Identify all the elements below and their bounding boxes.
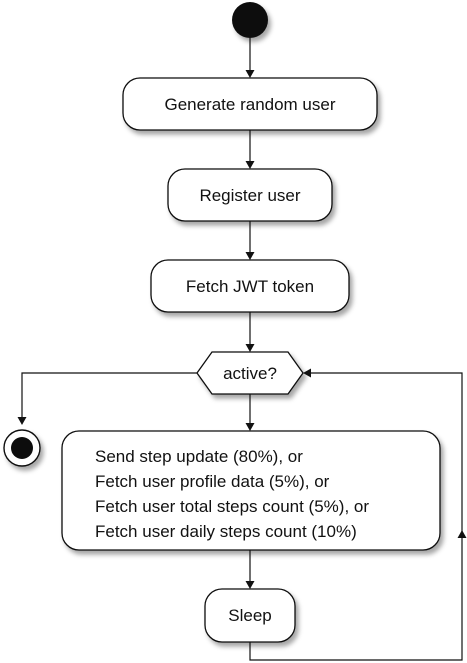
arrowhead-sleep — [245, 581, 255, 589]
arrowhead-loop-decision — [303, 368, 311, 378]
arrowhead-fetch-jwt — [245, 252, 255, 260]
start-node — [232, 2, 268, 38]
arrowhead-actions — [245, 423, 255, 431]
action-line-1: Send step update (80%), or — [95, 447, 303, 466]
arrowhead-register — [245, 161, 255, 169]
edge-sleep-loop — [249, 372, 463, 661]
action-line-3: Fetch user total steps count (5%), or — [95, 497, 369, 516]
edge-decision-end — [21, 372, 197, 417]
action-line-4: Fetch user daily steps count (10%) — [95, 522, 357, 541]
actions-node — [61, 430, 441, 551]
action-line-2: Fetch user profile data (5%), or — [95, 472, 330, 491]
end-node-core — [11, 437, 33, 459]
arrowhead-end — [17, 417, 27, 425]
generate-user-label: Generate random user — [164, 95, 335, 114]
arrowhead-loop-up — [457, 530, 467, 538]
arrowhead-decision-top — [245, 344, 255, 352]
decision-label: active? — [223, 364, 277, 383]
register-user-label: Register user — [199, 186, 300, 205]
arrowhead-generate — [245, 70, 255, 78]
fetch-jwt-label: Fetch JWT token — [186, 277, 314, 296]
sleep-label: Sleep — [228, 606, 271, 625]
